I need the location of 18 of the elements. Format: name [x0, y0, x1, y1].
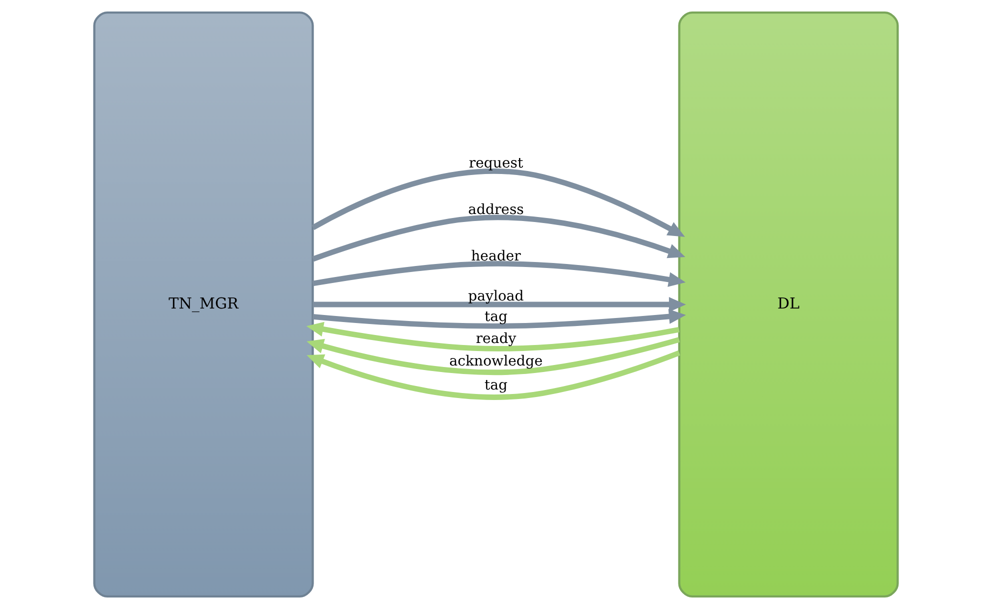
edge-label: address: [468, 202, 524, 218]
arrow: [312, 309, 686, 329]
edge-label: request: [468, 156, 524, 172]
arrow: [312, 261, 686, 287]
edge-label: acknowledge: [449, 353, 543, 370]
edge-label: payload: [468, 288, 524, 305]
edge-label: header: [471, 248, 521, 265]
arrow: [312, 297, 686, 312]
edge-label: tag: [484, 377, 508, 394]
arrow: [312, 214, 686, 262]
arrow: [312, 168, 685, 237]
arrow: [306, 322, 680, 352]
arrow: [306, 350, 680, 400]
arrow: [306, 337, 680, 375]
edge-label: tag: [484, 309, 508, 326]
node-box: TN_MGR: [93, 12, 314, 598]
edge-label: ready: [476, 330, 516, 347]
node-box: DL: [678, 12, 899, 598]
